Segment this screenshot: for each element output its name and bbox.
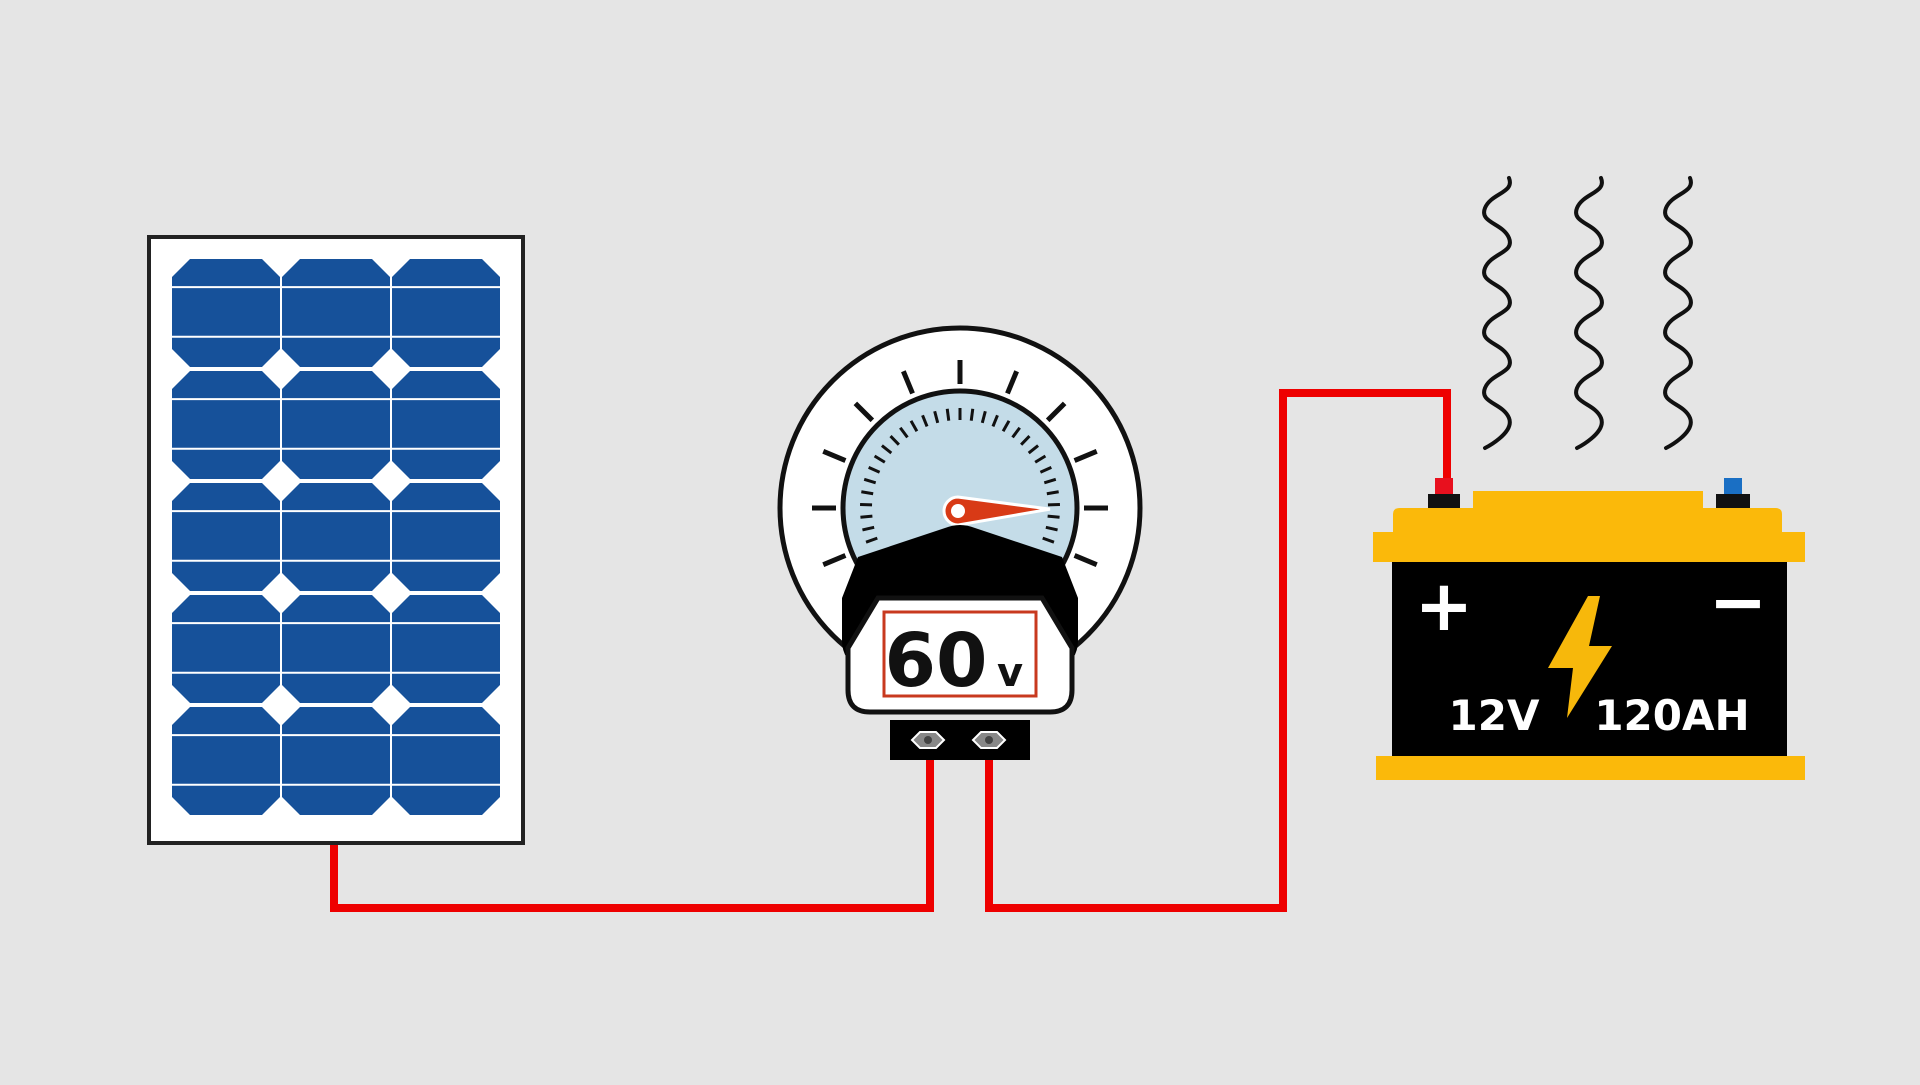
battery-terminal-negative-cap [1724,478,1742,496]
battery-terminal-positive-cap [1435,478,1453,496]
screw-terminal-icon [973,732,1005,748]
heat-wave-icon [1484,178,1691,448]
needle-pivot [951,504,965,518]
heat-wave-line [1484,178,1510,448]
battery-capacity-label: 120AH [1594,691,1749,740]
heat-wave-line [1576,178,1602,448]
battery-lid-rim [1373,532,1805,562]
solar-cell [392,595,500,703]
gauge-inner-tick [860,516,872,517]
solar-cell [172,595,280,703]
screw-terminal-icon [912,732,944,748]
solar-cell [282,371,390,479]
battery-minus-sign: − [1709,561,1768,643]
voltage-readout-value: 60 [885,618,988,704]
battery-top-ridge [1473,491,1703,509]
solar-cell [172,483,280,591]
gauge-inner-tick [1048,516,1060,517]
solar-cell [282,595,390,703]
battery-voltage-label: 12V [1449,691,1540,740]
solar-cell [172,259,280,367]
battery-terminal-positive-base [1428,494,1460,508]
gauge-inner-tick [861,492,873,494]
battery-lid [1393,508,1782,534]
solar-cells [172,259,500,815]
gauge-inner-tick [971,409,973,421]
solar-cell [282,707,390,815]
solar-cell [392,259,500,367]
voltage-readout-unit: v [997,650,1023,696]
battery-base [1376,756,1805,780]
battery-terminal-negative-base [1716,494,1750,508]
solar-cell [282,483,390,591]
solar-cell [392,707,500,815]
heat-wave-line [1665,178,1691,448]
gauge-inner-tick [1047,492,1059,494]
battery-plus-sign: + [1415,565,1474,647]
solar-cell [282,259,390,367]
solar-cell [172,707,280,815]
gauge-inner-tick [947,409,949,421]
solar-cell [172,371,280,479]
solar-panel-icon [149,237,523,843]
car-battery-icon: + − 12V 120AH [1373,478,1805,780]
solar-cell [392,483,500,591]
solar-cell [392,371,500,479]
voltmeter-icon: 60 v [780,328,1140,760]
